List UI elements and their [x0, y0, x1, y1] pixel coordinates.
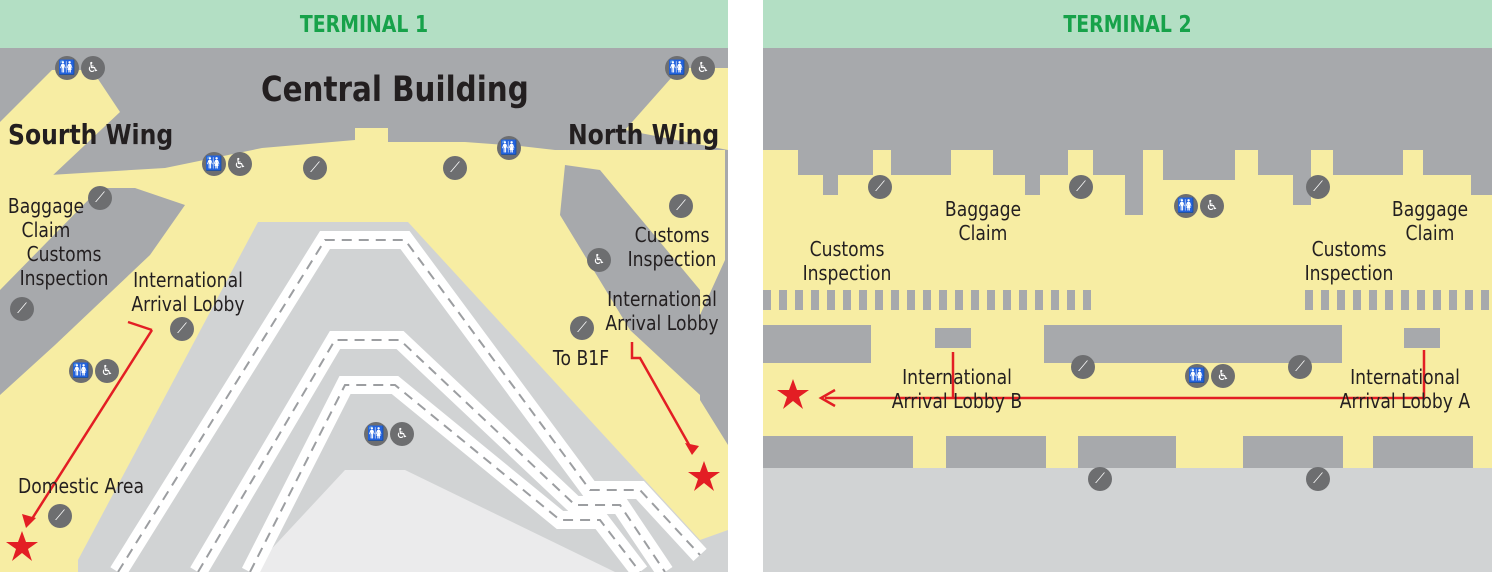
to-b1f-label: To B1F — [552, 346, 610, 370]
escalator-icon: ⟋ — [303, 156, 327, 180]
accessible-icon: ♿ — [691, 56, 715, 80]
building-block — [1025, 175, 1040, 195]
building-block — [891, 150, 951, 175]
curb-block — [946, 436, 1046, 468]
curb-block — [763, 436, 913, 468]
escalator-icon: ⟋ — [1088, 467, 1112, 491]
restroom-icon: 🚻 — [1174, 194, 1198, 218]
route-arrow — [818, 388, 836, 408]
accessible-icon: ♿ — [1211, 364, 1235, 388]
escalator-icon: ⟋ — [10, 297, 34, 321]
building-block — [1471, 150, 1492, 195]
route-line-south-start — [127, 320, 153, 332]
destination-star-south — [6, 531, 38, 561]
customs-barrier-right — [1305, 290, 1489, 310]
accessible-icon: ♿ — [228, 152, 252, 176]
arrival-lobby-right: International Arrival Lobby — [605, 287, 719, 335]
route-line-south — [28, 329, 154, 523]
building-top — [763, 48, 1492, 150]
accessible-icon: ♿ — [1200, 194, 1224, 218]
arrival-lobby-b: International Arrival Lobby B — [891, 365, 1023, 413]
exit-block-b — [935, 328, 971, 348]
baggage-claim-label: Baggage Claim — [7, 194, 85, 242]
terminal-1-map — [0, 48, 728, 572]
route-line — [825, 350, 1426, 400]
building-block — [1333, 150, 1403, 175]
escalator-icon: ⟋ — [1071, 355, 1095, 379]
curb-block — [1373, 436, 1473, 468]
escalator-icon: ⟋ — [48, 504, 72, 528]
building-block — [823, 175, 838, 195]
building-block — [993, 150, 1068, 175]
escalator-icon: ⟋ — [1306, 175, 1330, 199]
terminal-1-title: TERMINAL 1 — [299, 12, 429, 38]
building-block — [1423, 150, 1473, 175]
restroom-icon: 🚻 — [202, 152, 226, 176]
taxiway-middle-line — [197, 339, 666, 572]
route-arrow-south — [22, 514, 36, 528]
apron — [763, 468, 1492, 572]
escalator-icon: ⟋ — [1288, 355, 1312, 379]
escalator-icon: ⟋ — [170, 317, 194, 341]
escalator-icon: ⟋ — [868, 175, 892, 199]
route-line-north — [630, 342, 694, 451]
accessible-icon: ♿ — [81, 56, 105, 80]
escalator-icon: ⟋ — [1306, 467, 1330, 491]
curb-block — [1078, 436, 1176, 468]
terminal-1-header: TERMINAL 1 — [0, 0, 728, 48]
escalator-icon: ⟋ — [88, 186, 112, 210]
apron-center — [250, 470, 615, 572]
terminal-2-panel: TERMINAL 2 B — [763, 0, 1492, 572]
domestic-area-label: Domestic Area — [17, 474, 145, 498]
customs-inspection-right: Customs Inspection — [1304, 237, 1394, 285]
destination-star — [777, 379, 809, 409]
north-wing-label: North Wing — [568, 118, 720, 151]
building-block — [1163, 150, 1235, 180]
baggage-claim-right: Baggage Claim — [1391, 197, 1469, 245]
customs-inspection-right: Customs Inspection — [627, 223, 717, 271]
central-building-label: Central Building — [261, 70, 529, 110]
baggage-claim-left: Baggage Claim — [944, 197, 1022, 245]
terminal-2-title: TERMINAL 2 — [1063, 12, 1192, 38]
terminal-1-panel: TERMINAL 1 Central Building Sourth Wing … — [0, 0, 728, 572]
north-wing-pier — [560, 165, 700, 395]
wall-left — [763, 325, 871, 363]
restroom-icon: 🚻 — [364, 422, 388, 446]
south-wing-pier — [0, 188, 185, 395]
escalator-icon: ⟋ — [443, 156, 467, 180]
arrival-lobby-left: International Arrival Lobby — [131, 268, 245, 316]
south-wing-label: Sourth Wing — [8, 118, 174, 151]
taxiway-outer-line — [117, 239, 701, 572]
building-block — [1125, 150, 1143, 215]
exit-block-a — [1404, 328, 1440, 348]
restroom-icon: 🚻 — [665, 56, 689, 80]
building-block — [1293, 150, 1311, 205]
restroom-icon: 🚻 — [55, 56, 79, 80]
accessible-icon: ♿ — [390, 422, 414, 446]
arrival-lobby-a: International Arrival Lobby A — [1339, 365, 1471, 413]
escalator-icon: ⟋ — [570, 316, 594, 340]
restroom-icon: 🚻 — [1185, 364, 1209, 388]
route-arrow-north — [685, 443, 699, 455]
building-block — [798, 150, 873, 175]
customs-inspection-left: Customs Inspection — [19, 242, 109, 290]
restroom-icon: 🚻 — [69, 359, 93, 383]
customs-inspection-left: Customs Inspection — [802, 237, 892, 285]
destination-star-north — [688, 461, 720, 491]
restroom-icon: 🚻 — [497, 136, 521, 160]
taxiway-inner-line — [249, 384, 641, 572]
customs-barrier-left — [763, 290, 1091, 310]
terminal-2-header: TERMINAL 2 — [763, 0, 1492, 48]
accessible-icon: ♿ — [95, 359, 119, 383]
terminal-2-map — [763, 48, 1492, 572]
curb-block — [1243, 436, 1343, 468]
escalator-icon: ⟋ — [1069, 175, 1093, 199]
accessible-icon: ♿ — [587, 248, 611, 272]
escalator-icon: ⟋ — [669, 194, 693, 218]
north-wing-top — [625, 68, 728, 150]
